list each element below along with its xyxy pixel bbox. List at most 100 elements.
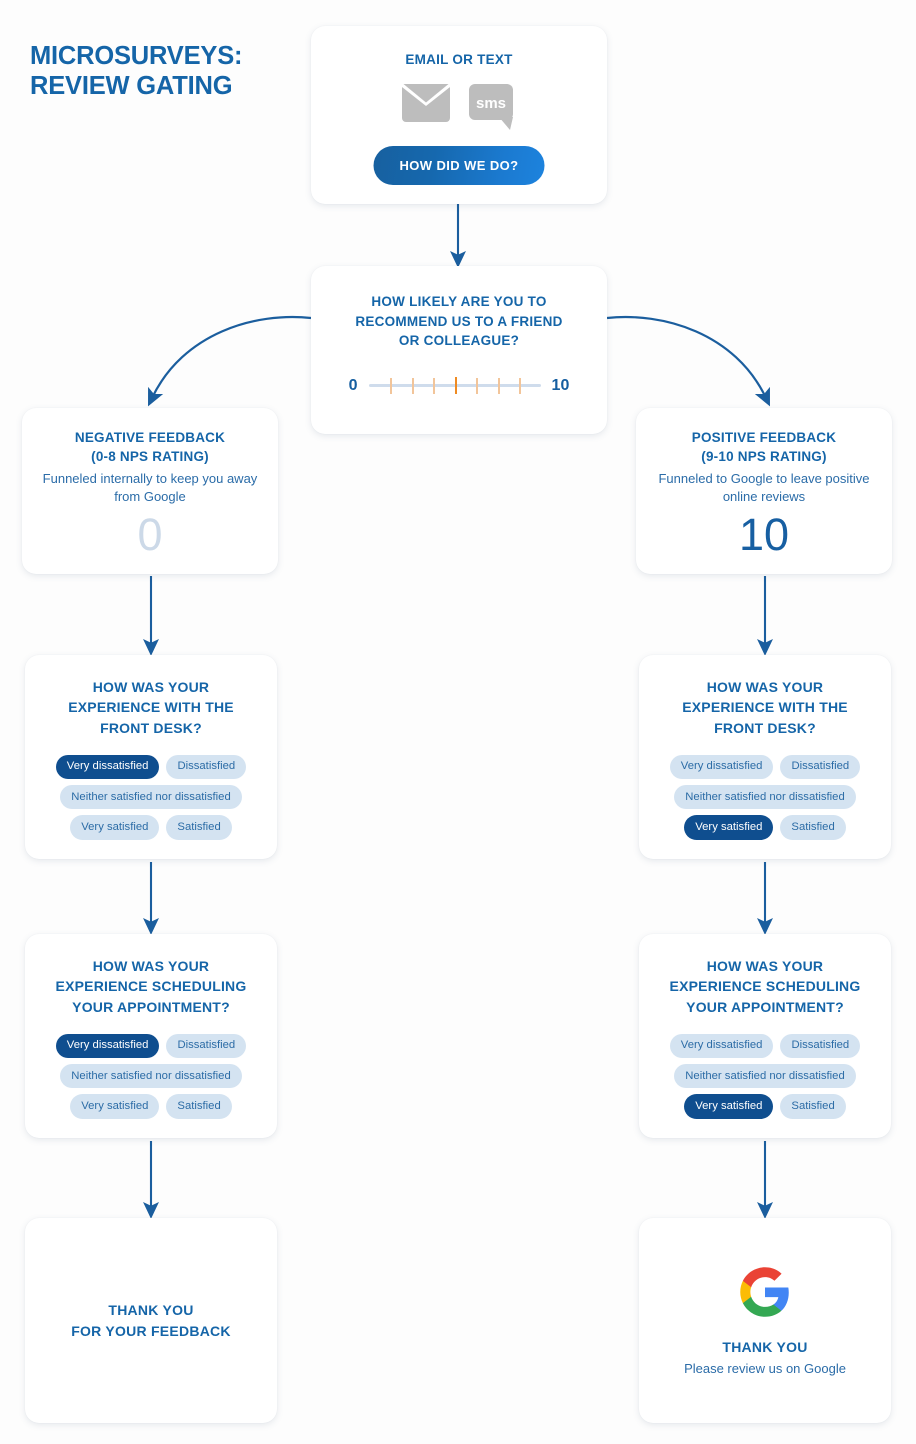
front-desk-heading-line-1: HOW WAS YOUR [92, 679, 210, 695]
scheduling-heading-line-2: EXPERIENCE SCHEDULING [669, 978, 861, 995]
nps-slider[interactable]: 0 10 [311, 377, 607, 395]
scheduling-heading-line-3: YOUR APPOINTMENT? [72, 998, 230, 1015]
nps-tick [390, 377, 393, 394]
negative-feedback-subtitle: Funneled internally to keep you away fro… [42, 471, 258, 504]
thank-you-negative-line-1: THANK YOU [108, 1302, 194, 1319]
nps-heading-line-3: OR COLLEAGUE? [398, 333, 520, 349]
front-desk-heading-line-3: FRONT DESK? [714, 719, 816, 736]
front-desk-question-card-positive: HOW WAS YOUR EXPERIENCE WITH THE FRONT D… [639, 655, 891, 859]
arrow-nps-to-negative [148, 315, 312, 407]
positive-feedback-score: 10 [738, 508, 790, 560]
nps-heading-line-1: HOW LIKELY ARE YOU TO [371, 294, 547, 309]
option-satisfied[interactable]: Satisfied [780, 815, 846, 840]
option-very-satisfied[interactable]: Very satisfied [70, 1094, 160, 1119]
page-title-line-2: REVIEW GATING [30, 71, 233, 100]
negative-title-line-2: (0-8 NPS RATING) [91, 449, 209, 465]
option-dissatisfied[interactable]: Dissatisfied [166, 1033, 247, 1059]
satisfaction-option-row: Very dissatisfied Dissatisfied [648, 1033, 882, 1059]
nps-slider-track[interactable] [368, 377, 541, 395]
envelope-icon [401, 83, 450, 122]
satisfaction-option-row: Very dissatisfied Dissatisfied [34, 754, 268, 780]
google-g-logo [740, 1267, 789, 1318]
thank-you-positive-title: THANK YOU [722, 1339, 808, 1356]
option-very-dissatisfied[interactable]: Very dissatisfied [669, 1033, 774, 1059]
option-very-satisfied[interactable]: Very satisfied [684, 815, 774, 840]
option-very-dissatisfied[interactable]: Very dissatisfied [669, 754, 774, 780]
front-desk-question-card-negative: HOW WAS YOUR EXPERIENCE WITH THE FRONT D… [25, 655, 277, 859]
option-neither[interactable]: Neither satisfied nor dissatisfied [674, 1064, 856, 1089]
satisfaction-options: Very dissatisfied Dissatisfied Neither s… [25, 754, 277, 840]
satisfaction-option-row: Neither satisfied nor dissatisfied [648, 785, 882, 810]
nps-tick [476, 377, 479, 394]
front-desk-question-heading: HOW WAS YOUR EXPERIENCE WITH THE FRONT D… [25, 677, 277, 738]
option-satisfied[interactable]: Satisfied [780, 1094, 846, 1119]
option-neither[interactable]: Neither satisfied nor dissatisfied [60, 785, 242, 810]
nps-heading-line-2: RECOMMEND US TO A FRIEND [355, 313, 563, 329]
arrow-nps-to-positive [606, 315, 770, 407]
front-desk-heading-line-1: HOW WAS YOUR [706, 679, 824, 695]
option-very-dissatisfied[interactable]: Very dissatisfied [55, 1033, 160, 1059]
positive-feedback-subtitle: Funneled to Google to leave positive onl… [658, 471, 870, 504]
satisfaction-options: Very dissatisfied Dissatisfied Neither s… [25, 1033, 277, 1119]
positive-feedback-card: POSITIVE FEEDBACK (9-10 NPS RATING) Funn… [636, 408, 892, 574]
nps-question-card: HOW LIKELY ARE YOU TO RECOMMEND US TO A … [311, 266, 607, 434]
sms-bubble-icon: sms [468, 83, 513, 130]
front-desk-heading-line-2: EXPERIENCE WITH THE [68, 699, 234, 716]
option-neither[interactable]: Neither satisfied nor dissatisfied [60, 1064, 242, 1089]
option-very-satisfied[interactable]: Very satisfied [684, 1094, 774, 1119]
invite-card: EMAIL OR TEXT sms HOW DID WE DO? [311, 26, 607, 204]
front-desk-heading-line-2: EXPERIENCE WITH THE [682, 699, 848, 716]
satisfaction-option-row: Neither satisfied nor dissatisfied [648, 1064, 882, 1089]
nps-tick-active [454, 377, 457, 395]
front-desk-question-heading: HOW WAS YOUR EXPERIENCE WITH THE FRONT D… [639, 677, 891, 738]
scheduling-heading-line-2: EXPERIENCE SCHEDULING [55, 978, 247, 995]
nps-tick [497, 377, 500, 394]
negative-feedback-title: NEGATIVE FEEDBACK (0-8 NPS RATING) [22, 428, 278, 466]
positive-title-line-2: (9-10 NPS RATING) [701, 449, 827, 465]
satisfaction-option-row: Very dissatisfied Dissatisfied [648, 754, 882, 780]
scheduling-heading-line-1: HOW WAS YOUR [92, 958, 210, 974]
page-title-line-1: MICROSURVEYS: [30, 42, 243, 71]
thank-you-negative-line-2: FOR YOUR FEEDBACK [71, 1322, 231, 1339]
option-neither[interactable]: Neither satisfied nor dissatisfied [674, 785, 856, 810]
option-very-dissatisfied[interactable]: Very dissatisfied [55, 754, 160, 780]
satisfaction-option-row: Very satisfied Satisfied [648, 1094, 882, 1119]
positive-title-line-1: POSITIVE FEEDBACK [691, 430, 837, 445]
nps-question-heading: HOW LIKELY ARE YOU TO RECOMMEND US TO A … [311, 292, 607, 351]
thank-you-card-positive: THANK YOU Please review us on Google [639, 1218, 891, 1423]
invite-channel-icons: sms [311, 83, 607, 132]
option-dissatisfied[interactable]: Dissatisfied [780, 754, 861, 780]
nps-scale-min-label: 0 [348, 376, 358, 394]
negative-feedback-score: 0 [137, 508, 163, 560]
scheduling-heading-line-3: YOUR APPOINTMENT? [686, 998, 844, 1015]
how-did-we-do-button[interactable]: HOW DID WE DO? [373, 146, 545, 185]
option-dissatisfied[interactable]: Dissatisfied [780, 1033, 861, 1059]
scheduling-question-heading: HOW WAS YOUR EXPERIENCE SCHEDULING YOUR … [639, 956, 891, 1017]
front-desk-heading-line-3: FRONT DESK? [100, 719, 202, 736]
negative-title-line-1: NEGATIVE FEEDBACK [74, 430, 226, 445]
nps-scale-max-label: 10 [551, 376, 570, 394]
option-very-satisfied[interactable]: Very satisfied [70, 815, 160, 840]
page-title: MICROSURVEYS: REVIEW GATING [30, 42, 300, 102]
scheduling-heading-line-1: HOW WAS YOUR [706, 958, 824, 974]
thank-you-positive-subtitle: Please review us on Google [684, 1360, 846, 1376]
nps-tick [519, 377, 522, 394]
satisfaction-option-row: Very satisfied Satisfied [34, 1094, 268, 1119]
invite-card-heading: EMAIL OR TEXT [405, 52, 513, 67]
satisfaction-options: Very dissatisfied Dissatisfied Neither s… [639, 1033, 891, 1119]
option-dissatisfied[interactable]: Dissatisfied [166, 754, 247, 780]
scheduling-question-card-negative: HOW WAS YOUR EXPERIENCE SCHEDULING YOUR … [25, 934, 277, 1138]
negative-feedback-card: NEGATIVE FEEDBACK (0-8 NPS RATING) Funne… [22, 408, 278, 574]
nps-tick [433, 377, 436, 394]
option-satisfied[interactable]: Satisfied [166, 1094, 232, 1119]
scheduling-question-card-positive: HOW WAS YOUR EXPERIENCE SCHEDULING YOUR … [639, 934, 891, 1138]
positive-feedback-title: POSITIVE FEEDBACK (9-10 NPS RATING) [636, 428, 892, 466]
satisfaction-option-row: Neither satisfied nor dissatisfied [34, 785, 268, 810]
satisfaction-option-row: Very satisfied Satisfied [648, 815, 882, 840]
sms-label: sms [475, 95, 505, 112]
scheduling-question-heading: HOW WAS YOUR EXPERIENCE SCHEDULING YOUR … [25, 956, 277, 1017]
satisfaction-option-row: Very satisfied Satisfied [34, 815, 268, 840]
satisfaction-option-row: Very dissatisfied Dissatisfied [34, 1033, 268, 1059]
option-satisfied[interactable]: Satisfied [166, 815, 232, 840]
